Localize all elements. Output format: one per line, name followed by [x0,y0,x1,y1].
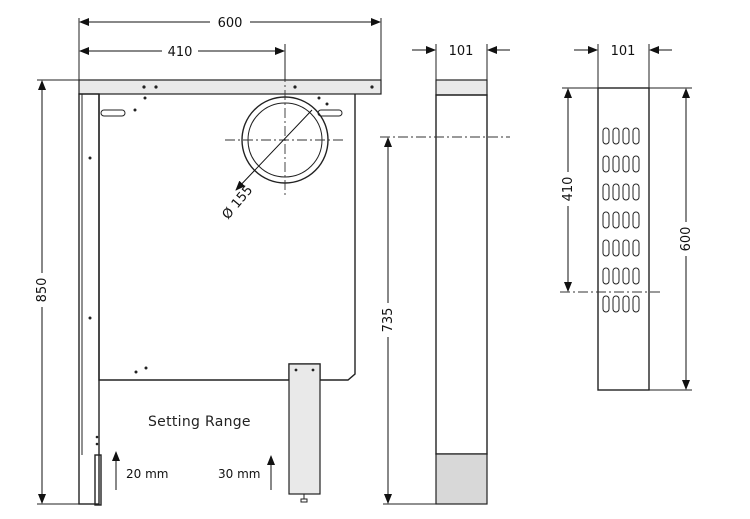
ventilation-slots [602,127,640,313]
main-housing [98,94,356,381]
pipe-diameter-label: Ø 155 [220,183,257,223]
setting-range-right: 30 mm [218,467,260,481]
setting-range-caption: Setting Range [148,414,251,430]
pipe-offset-label: 410 [168,45,193,60]
front-dimensions: 600 410 850 Setting Range 20 mm 30 mm [32,13,382,505]
side-height-label: 600 [679,227,694,252]
top-plate [78,79,382,95]
side-view-leg: 101 735 [378,44,510,505]
total-width-label: 600 [218,16,243,31]
side-depth-1-label: 101 [449,44,474,59]
side-depth-2-label: 101 [611,44,636,59]
total-height-label: 850 [35,278,50,303]
side-offset-label: 410 [561,177,576,202]
setting-range-left: 20 mm [126,467,168,481]
leg-height-label: 735 [381,308,396,333]
support-leg [288,363,321,495]
front-view: Ø 155 [78,72,382,506]
side-view-housing: 101 410 600 [558,44,694,391]
